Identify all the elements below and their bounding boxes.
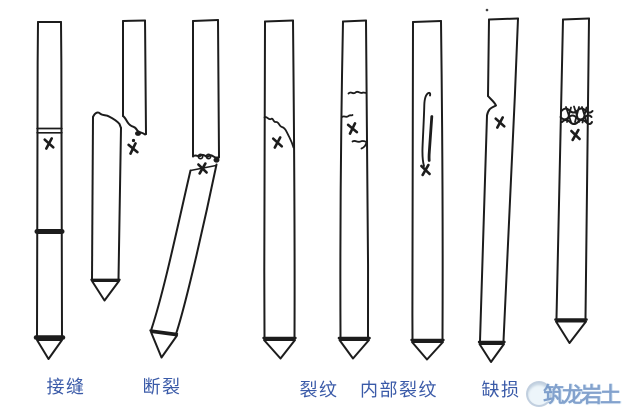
crack-line — [263, 116, 295, 149]
pile-3-fracture-tilted — [149, 19, 220, 359]
crushed-band — [559, 105, 594, 125]
pile-left-edge — [35, 21, 39, 337]
label-crack: 裂纹 — [299, 380, 339, 401]
pile-top-edge — [412, 20, 442, 23]
watermark: 筑龙岩土 — [519, 375, 621, 409]
break-debris — [135, 131, 141, 136]
internal-crack-line — [427, 115, 434, 162]
break-curl — [197, 153, 204, 160]
label-internal-crack: 内部裂纹 — [360, 380, 438, 401]
break-curl — [205, 153, 212, 160]
pile-tip — [411, 341, 444, 361]
pile-5-crack-horizontal — [337, 19, 371, 360]
pile-right-edge — [144, 19, 147, 135]
break-line — [122, 115, 147, 136]
pile-right-edge — [292, 19, 296, 338]
pile-right-edge — [584, 17, 590, 319]
label-defect: 缺损 — [481, 380, 521, 401]
defect-x-mark — [127, 142, 139, 155]
defect-x-mark — [346, 122, 359, 135]
pile-tip — [150, 331, 178, 359]
pile-right-edge — [502, 17, 519, 342]
defect-x-mark — [494, 116, 506, 129]
internal-crack-line — [421, 91, 432, 167]
pile-tip — [478, 343, 505, 363]
pile-tip — [91, 280, 120, 302]
break-debris — [131, 138, 136, 143]
pile-left-edge — [339, 20, 344, 338]
pile-top-edge — [192, 19, 219, 22]
defect-x-mark — [197, 162, 208, 175]
pile-left-edge — [479, 114, 488, 342]
watermark-text: 筑龙岩土 — [543, 383, 621, 407]
pile-tip — [555, 320, 587, 344]
pile-left-edge — [487, 18, 490, 97]
pile-8-defect-band — [554, 17, 594, 344]
pile-tip — [263, 339, 296, 360]
scan-speck — [485, 8, 489, 12]
pile-top-edge — [342, 19, 367, 23]
defect-x-mark — [43, 137, 55, 150]
pile-right-edge — [440, 20, 444, 340]
pile-left-edge — [411, 21, 414, 340]
pile-1-joint — [33, 21, 66, 360]
pile-right-edge — [175, 163, 218, 334]
defect-x-mark — [420, 163, 431, 177]
label-joint: 接缝 — [46, 377, 86, 398]
pile-top-edge — [488, 17, 519, 21]
break-debris — [213, 157, 220, 163]
crack-line — [347, 90, 368, 95]
pile-left-edge — [150, 169, 192, 330]
pile-tip — [338, 339, 370, 360]
break-line — [92, 111, 122, 129]
pile-tip-base — [149, 329, 179, 336]
break-line — [192, 153, 220, 159]
pile-right-edge — [117, 127, 122, 280]
pile-left-edge — [263, 20, 266, 338]
pile-top-edge — [562, 17, 590, 21]
crack-line — [340, 114, 354, 119]
pile-top-edge — [264, 19, 294, 23]
crack-line — [351, 139, 368, 150]
pile-4-crack-diagonal — [262, 19, 297, 360]
notch-line — [486, 95, 497, 117]
pile-right-edge — [60, 21, 64, 337]
pile-7-defect-notch — [477, 17, 519, 363]
pile-6-internal-crack — [410, 20, 445, 361]
pile-2-fracture-offset — [90, 19, 147, 302]
pile-top-edge — [122, 19, 146, 22]
pile-left-edge — [91, 116, 94, 280]
pile-left-edge — [555, 18, 564, 319]
defect-x-mark — [570, 128, 581, 142]
label-fracture: 断裂 — [142, 377, 182, 398]
pile-tip — [36, 339, 63, 360]
pile-right-edge — [217, 19, 220, 158]
pile-right-edge — [365, 19, 370, 338]
defect-x-mark — [271, 136, 284, 149]
watermark-logo-icon — [526, 381, 552, 407]
